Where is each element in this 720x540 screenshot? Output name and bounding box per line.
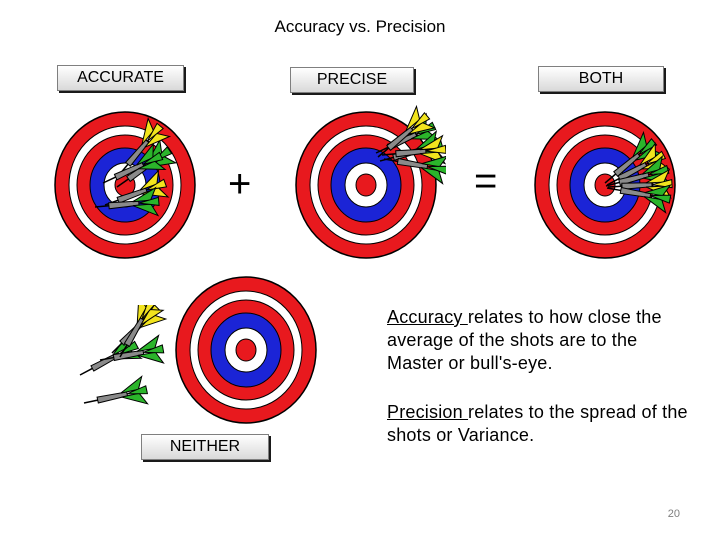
both-target-icon xyxy=(525,105,685,265)
slide-title: Accuracy vs. Precision xyxy=(0,17,720,37)
accurate-target-icon xyxy=(45,105,205,265)
plus-sign: + xyxy=(228,164,251,204)
precision-term: Precision xyxy=(387,402,468,422)
accuracy-description: Accuracy relates to how close the averag… xyxy=(387,306,697,375)
accuracy-term: Accuracy xyxy=(387,307,468,327)
precision-description: Precision relates to the spread of the s… xyxy=(387,401,697,447)
stray-darts xyxy=(70,305,200,415)
precise-target-icon xyxy=(286,105,446,265)
accurate-label: ACCURATE xyxy=(57,65,184,91)
dart-icon xyxy=(81,376,149,415)
equals-sign: = xyxy=(474,161,497,201)
both-label: BOTH xyxy=(538,66,664,92)
page-number: 20 xyxy=(600,508,680,520)
neither-label: NEITHER xyxy=(141,434,269,460)
precise-label: PRECISE xyxy=(290,67,414,93)
